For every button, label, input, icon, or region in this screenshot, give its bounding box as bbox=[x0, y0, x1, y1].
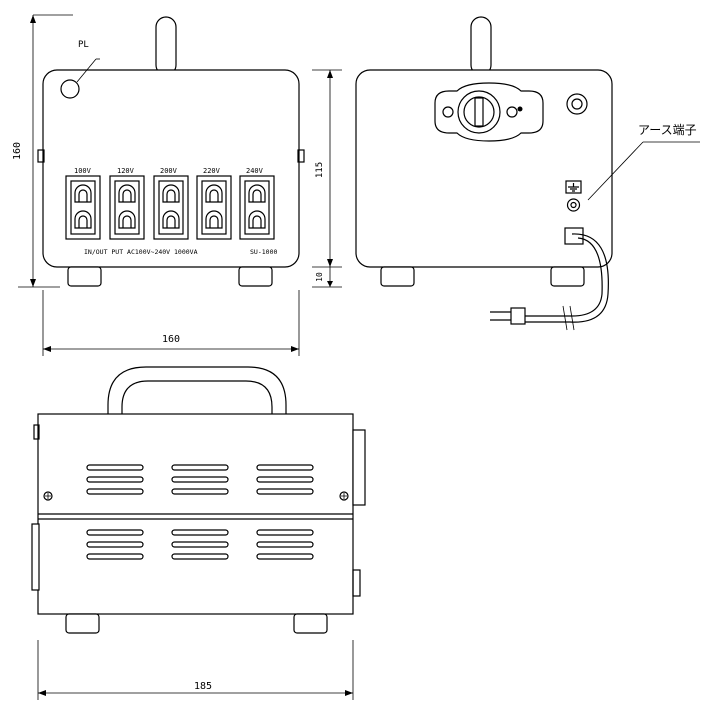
back-body bbox=[355, 69, 613, 268]
rating-caption: IN/OUT PUT AC100V~240V 1000VA bbox=[84, 248, 198, 256]
side-handle bbox=[107, 366, 287, 416]
pl-leader bbox=[76, 58, 97, 83]
dim-label-body: 115 bbox=[315, 162, 325, 178]
screw-right bbox=[339, 491, 349, 501]
model-caption: SU-1000 bbox=[250, 248, 277, 256]
back-foot-right bbox=[550, 266, 585, 287]
dim-label-height: 160 bbox=[12, 142, 23, 160]
outlet-220v: 220V bbox=[196, 167, 232, 240]
pl-label: PL bbox=[78, 40, 89, 50]
voltage-label-240v: 240V bbox=[246, 167, 264, 175]
earth-leader bbox=[587, 141, 644, 201]
screw-left bbox=[43, 491, 53, 501]
side-bump-right bbox=[352, 429, 366, 506]
side-bump-left bbox=[31, 523, 40, 591]
dim-front-width: 160 bbox=[42, 290, 300, 356]
voltage-label-120v: 120V bbox=[117, 167, 135, 175]
front-foot-right bbox=[238, 266, 273, 287]
power-plug bbox=[510, 307, 526, 325]
vent-slots-upper bbox=[86, 464, 314, 495]
front-foot-left bbox=[67, 266, 102, 287]
voltage-label-100v: 100V bbox=[74, 167, 92, 175]
outlet-group: 100V 120V 200V 220V bbox=[65, 167, 275, 240]
earth-terminal bbox=[565, 180, 582, 212]
back-view: アース端子 bbox=[355, 16, 700, 331]
outlet-200v: 200V bbox=[153, 167, 189, 240]
pilot-lamp bbox=[60, 79, 80, 99]
front-body bbox=[42, 69, 300, 268]
power-cord bbox=[525, 233, 609, 323]
front-side-nub-left bbox=[37, 149, 45, 163]
side-foot-left bbox=[65, 613, 100, 634]
side-foot-right bbox=[293, 613, 328, 634]
front-view: PL 100V 120V 200V bbox=[37, 16, 305, 287]
voltage-label-220v: 220V bbox=[203, 167, 221, 175]
back-foot-left bbox=[380, 266, 415, 287]
voltage-label-200v: 200V bbox=[160, 167, 178, 175]
breaker-dial bbox=[434, 82, 544, 142]
outlet-240v: 240V bbox=[239, 167, 275, 240]
fuse-holder bbox=[566, 93, 588, 115]
ground-icon bbox=[568, 183, 579, 192]
earth-label: アース端子 bbox=[638, 123, 697, 137]
dim-side-width: 185 bbox=[37, 640, 354, 700]
front-handle bbox=[155, 16, 177, 76]
cord-grommet bbox=[564, 227, 584, 245]
outlet-100v: 100V bbox=[65, 167, 101, 240]
dim-body-height: 115 10 bbox=[312, 69, 342, 288]
vent-slots-lower bbox=[86, 529, 314, 560]
back-handle bbox=[470, 16, 492, 76]
dim-total-height: 160 bbox=[12, 14, 73, 288]
front-side-nub-right bbox=[297, 149, 305, 163]
side-view bbox=[31, 366, 366, 634]
dim-label-side-width: 185 bbox=[194, 681, 212, 692]
dim-label-foot: 10 bbox=[315, 272, 324, 282]
dim-label-front-width: 160 bbox=[162, 334, 180, 345]
outlet-120v: 120V bbox=[109, 167, 145, 240]
